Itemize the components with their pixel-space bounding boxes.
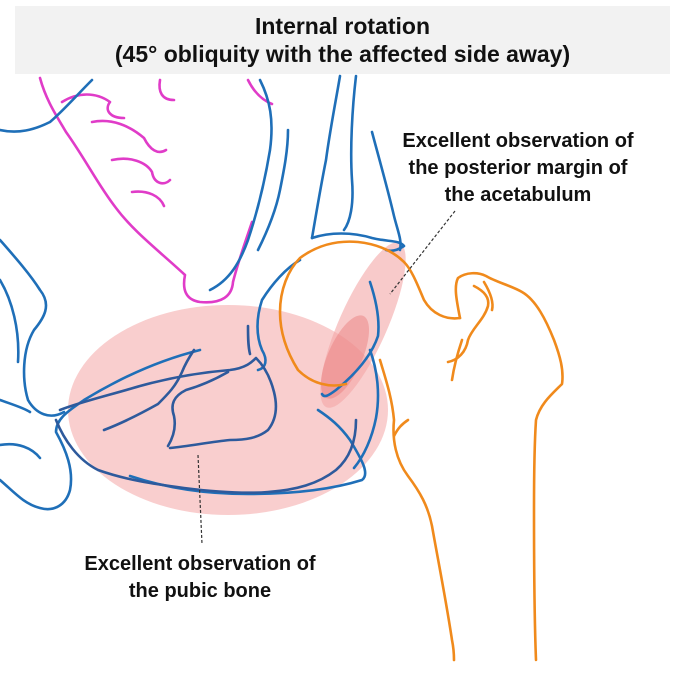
pubic-ring-outline <box>54 324 358 495</box>
acetabulum-annotation: Excellent observation of the posterior m… <box>370 128 666 209</box>
pubic-annotation: Excellent observation of the pubic bone <box>55 551 345 605</box>
acetabulum-annotation-line-2: the posterior margin of <box>408 157 628 179</box>
title-banner: Internal rotation (45° obliquity with th… <box>15 6 670 74</box>
title-line-2: (45° obliquity with the affected side aw… <box>114 41 571 67</box>
pubic-bone-highlight <box>68 305 388 515</box>
acetabulum-highlight <box>320 242 406 408</box>
pelvis-outline <box>0 74 406 511</box>
pubic-annotation-line-2: the pubic bone <box>128 580 272 602</box>
pubic-annotation-line-1: Excellent observation of <box>84 553 316 575</box>
acetabulum-annotation-line-3: the acetabulum <box>444 184 592 206</box>
femur-outline <box>278 240 564 662</box>
title-line-1: Internal rotation <box>254 13 431 39</box>
acetabulum-annotation-line-1: Excellent observation of <box>402 130 634 152</box>
acetabulum-overlap <box>320 315 370 399</box>
acetabulum-leader-line <box>389 210 456 295</box>
sacrum-outline <box>38 76 274 304</box>
